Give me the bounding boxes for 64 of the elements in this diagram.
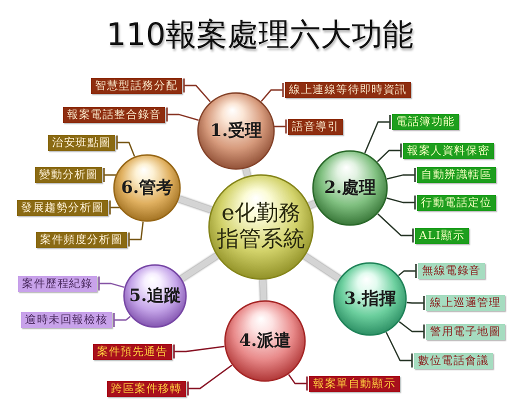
feature-label: 自動辨識轄區 xyxy=(417,167,496,183)
spoke-tube xyxy=(178,252,220,282)
function-sphere xyxy=(224,300,306,382)
function-label: 2.處理 xyxy=(324,178,376,198)
spoke-tube xyxy=(176,196,214,213)
feature-label: 治安班點圖 xyxy=(48,134,115,150)
spoke-tube xyxy=(302,253,342,282)
bracket-connector xyxy=(183,78,211,102)
feature-label: 線上巡邏管理 xyxy=(426,295,505,311)
bracket-connector xyxy=(364,114,391,154)
bracket-connector xyxy=(187,364,232,396)
spoke-tube xyxy=(306,200,318,209)
bracket-connector xyxy=(173,344,224,360)
function-sphere xyxy=(312,150,388,226)
bracket-connector xyxy=(398,321,425,340)
function-sphere xyxy=(123,264,187,328)
bracket-connector xyxy=(260,82,284,102)
function-label: 3.指揮 xyxy=(344,290,396,308)
bracket-connector xyxy=(398,263,417,279)
function-label: 4.派遣 xyxy=(239,332,291,350)
feature-label: 案件頻度分析圖 xyxy=(36,232,127,248)
title: 110報案處理六大功能 xyxy=(106,17,414,53)
feature-label: 變動分析圖 xyxy=(35,167,102,183)
spoke-tube xyxy=(242,166,251,179)
bracket-connector xyxy=(288,374,308,392)
feature-label: 線上連線等待即時資訊 xyxy=(285,82,411,98)
bracket-connector xyxy=(273,118,287,134)
feature-label: 智慧型話務分配 xyxy=(91,78,182,94)
bracket-connector xyxy=(386,332,413,368)
function-sphere xyxy=(333,262,407,336)
feature-label: 案件預先通告 xyxy=(93,344,172,360)
feature-label: 跨區案件移轉 xyxy=(107,380,186,396)
bracket-connector xyxy=(98,276,124,292)
function-sphere xyxy=(113,154,181,222)
feature-label: 逾時未回報檢核 xyxy=(21,312,112,328)
feature-label: 報案單自動顯示 xyxy=(309,376,400,392)
bracket-connector xyxy=(116,134,136,157)
function-label: 5.追蹤 xyxy=(129,286,181,306)
bracket-connector xyxy=(386,167,416,183)
bracket-connector xyxy=(166,106,199,122)
feature-label: 案件歷程紀錄 xyxy=(18,276,97,292)
bracket-connector xyxy=(103,167,117,183)
bracket-connector xyxy=(113,312,131,328)
feature-label: 報案人資料保密 xyxy=(403,142,494,158)
feature-label: 警用電子地圖 xyxy=(426,324,505,340)
feature-label: 數位電話會議 xyxy=(414,352,493,368)
function-label: 1.受理 xyxy=(210,122,262,140)
feature-label: 電話簿功能 xyxy=(392,114,459,130)
bracket-connector xyxy=(386,194,416,210)
bracket-connector xyxy=(406,295,425,311)
function-sphere xyxy=(197,92,275,170)
feature-label: 語音導引 xyxy=(288,118,344,134)
feature-label: 報案電話整合錄音 xyxy=(63,106,166,122)
feature-label: 無線電錄音 xyxy=(418,263,485,279)
bracket-connector xyxy=(109,200,123,216)
function-label: 6.管考 xyxy=(121,178,173,198)
feature-label: ALI顯示 xyxy=(415,228,469,244)
feature-label: 行動電話定位 xyxy=(417,194,496,210)
bracket-connector xyxy=(128,222,144,248)
feature-label: 發展趨勢分析圖 xyxy=(17,200,108,216)
hub-sphere xyxy=(208,174,314,280)
bracket-connector xyxy=(376,142,402,162)
bracket-connector xyxy=(377,213,414,244)
hub-label: e化勤務指管系統 xyxy=(216,200,306,254)
